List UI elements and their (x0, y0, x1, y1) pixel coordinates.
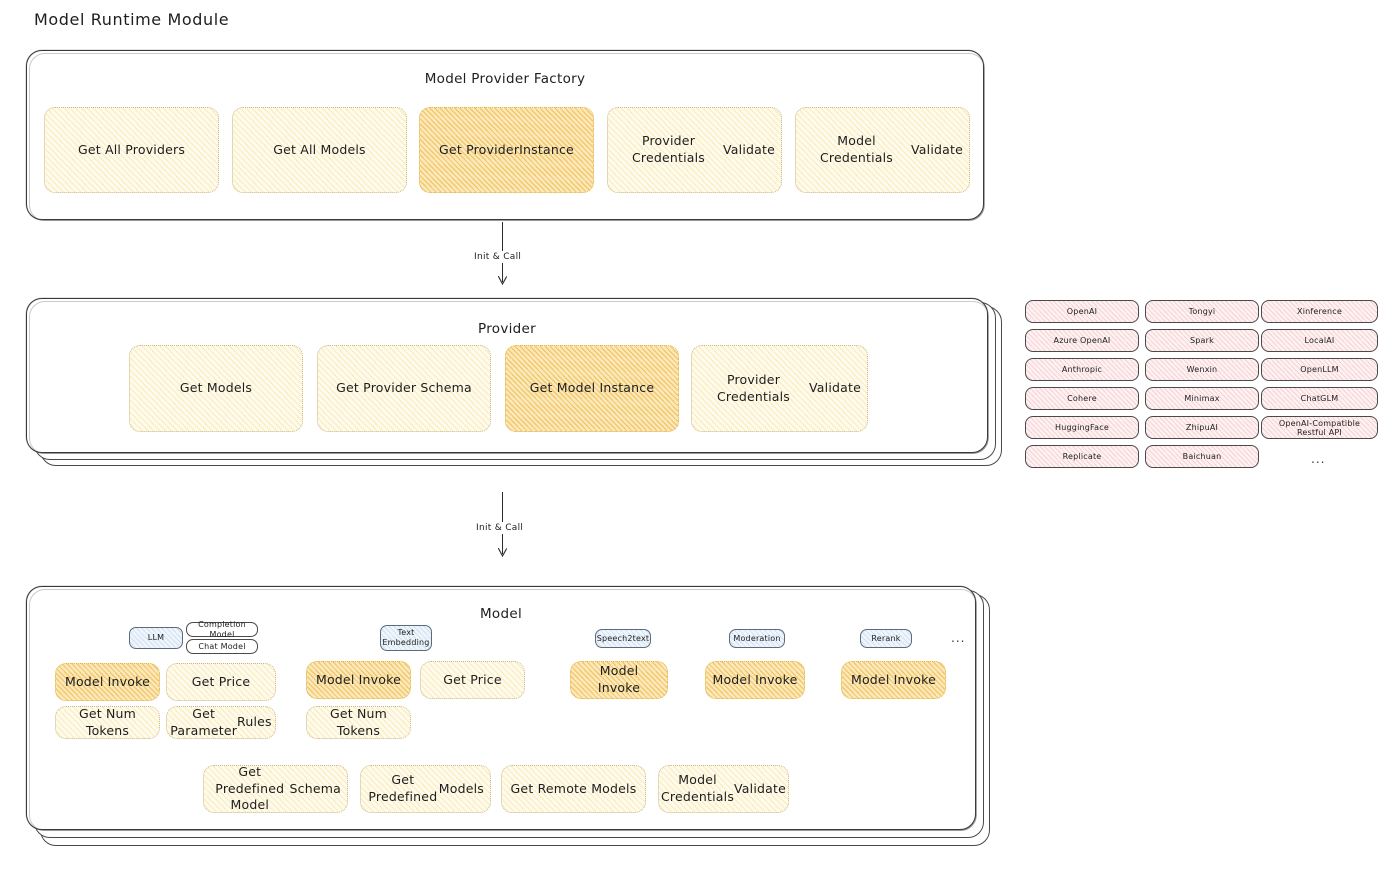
model-action-moderation-model-invoke[interactable]: Model Invoke (705, 661, 805, 699)
model-type-badge-moderation[interactable]: Moderation (729, 629, 785, 648)
model-common-action-get-remote-models[interactable]: Get Remote Models (501, 765, 646, 813)
provider-title: Provider (478, 321, 536, 337)
model-types-more: ... (951, 631, 966, 645)
provider-chip-baichuan[interactable]: Baichuan (1145, 445, 1259, 468)
provider-chip-zhipuai[interactable]: ZhipuAI (1145, 416, 1259, 439)
provider-chip-xinference[interactable]: Xinference (1261, 300, 1378, 323)
arrowhead-1 (498, 276, 507, 285)
provider-action-get-model-instance[interactable]: Get Model Instance (505, 345, 679, 432)
model-action-text-embedding-get-price[interactable]: Get Price (420, 661, 525, 699)
model-action-llm-model-invoke[interactable]: Model Invoke (55, 663, 160, 701)
model-action-text-embedding-get-num-tokens[interactable]: Get Num Tokens (306, 706, 411, 739)
provider-chip-chatglm[interactable]: ChatGLM (1261, 387, 1378, 410)
model-action-speech2text-model-invoke[interactable]: Model Invoke (570, 661, 668, 699)
page-title: Model Runtime Module (34, 10, 230, 29)
model-action-llm-get-num-tokens[interactable]: Get Num Tokens (55, 706, 160, 739)
provider-chip-tongyi[interactable]: Tongyi (1145, 300, 1259, 323)
model-provider-factory-title: Model Provider Factory (424, 71, 586, 87)
model-subtype-badge-completion-model[interactable]: Completion Model (186, 620, 258, 639)
model-type-badge-rerank[interactable]: Rerank (860, 629, 912, 648)
arrow-label-init-call-2: Init & Call (472, 522, 528, 534)
provider-chip-openllm[interactable]: OpenLLM (1261, 358, 1378, 381)
model-type-badge-speech2text[interactable]: Speech2text (595, 629, 651, 648)
provider-action-get-provider-schema[interactable]: Get Provider Schema (317, 345, 491, 432)
provider-chip-cohere[interactable]: Cohere (1025, 387, 1139, 410)
provider-chip-wenxin[interactable]: Wenxin (1145, 358, 1259, 381)
provider-list-more: ... (1311, 452, 1326, 466)
model-title: Model (479, 606, 523, 622)
provider-chip-replicate[interactable]: Replicate (1025, 445, 1139, 468)
provider-chip-anthropic[interactable]: Anthropic (1025, 358, 1139, 381)
model-action-rerank-model-invoke[interactable]: Model Invoke (841, 661, 946, 699)
provider-chip-azure-openai[interactable]: Azure OpenAI (1025, 329, 1139, 352)
provider-chip-minimax[interactable]: Minimax (1145, 387, 1259, 410)
provider-chip-openai-compatible-restful-api[interactable]: OpenAI-Compatible Restful API (1261, 416, 1378, 439)
model-action-text-embedding-model-invoke[interactable]: Model Invoke (306, 661, 411, 699)
model-type-badge-llm[interactable]: LLM (129, 627, 183, 649)
arrowhead-2 (498, 548, 507, 557)
factory-action-get-all-providers[interactable]: Get All Providers (44, 107, 219, 193)
provider-chip-spark[interactable]: Spark (1145, 329, 1259, 352)
provider-chip-huggingface[interactable]: HuggingFace (1025, 416, 1139, 439)
model-action-llm-get-price[interactable]: Get Price (166, 663, 276, 701)
arrow-label-init-call-1: Init & Call (470, 251, 526, 263)
model-subtype-badge-chat-model[interactable]: Chat Model (186, 639, 258, 654)
provider-chip-localai[interactable]: LocalAI (1261, 329, 1378, 352)
factory-action-get-all-models[interactable]: Get All Models (232, 107, 407, 193)
provider-action-get-models[interactable]: Get Models (129, 345, 303, 432)
provider-chip-openai[interactable]: OpenAI (1025, 300, 1139, 323)
